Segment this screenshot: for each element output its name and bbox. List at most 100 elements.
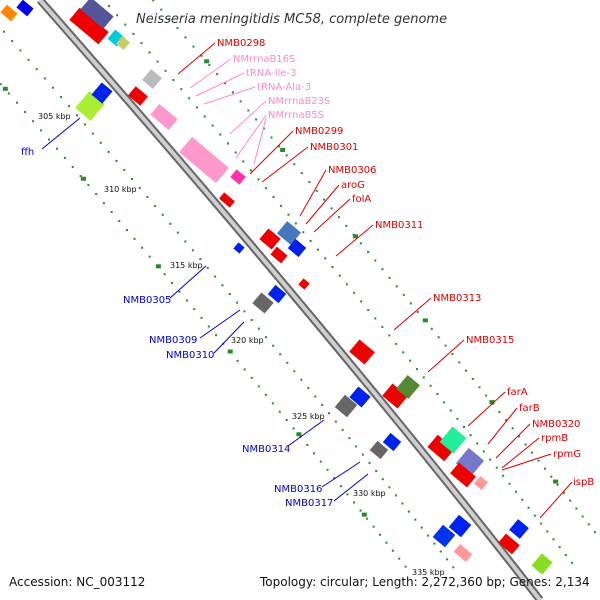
track-dot [341,428,344,431]
gene-label-forward[interactable]: NMrrnaB23S [268,96,330,107]
tick-mark [80,176,86,181]
track-dot [188,97,191,100]
feature-glyph [179,136,229,184]
gene-label-forward[interactable]: NMB0298 [217,38,265,49]
label-connector [203,86,256,105]
track-dot [51,86,54,89]
genome-backbone-highlight [38,0,542,600]
gene-label-forward[interactable]: tRNA-Ile-3 [246,68,296,79]
track-dot [409,302,412,305]
feature-glyph [16,0,34,17]
feature-glyph [259,228,281,250]
track-dot [361,453,364,456]
track-dot [243,310,246,313]
gene-label-forward[interactable]: NMB0315 [466,335,514,346]
track-dot [286,361,289,364]
feature-glyph [382,432,402,452]
track-dot [0,83,2,86]
track-dot [338,274,341,277]
track-dot [348,437,351,440]
track-dot [185,299,188,302]
gene-label-reverse[interactable]: NMB0310 [166,350,214,361]
gene-label-forward[interactable]: NMB0306 [328,165,376,176]
gene-label-reverse[interactable]: ffh [21,147,34,158]
track-dot [333,477,336,480]
track-dot [43,77,46,80]
track-dot [249,169,252,172]
track-dot [416,310,419,313]
gene-label-forward[interactable]: rpmB [541,433,568,444]
tick-mark [204,59,210,64]
kbp-tick-315: 315 kbp [170,261,203,270]
track-dot [476,442,479,445]
track-dot [71,165,74,168]
gene-label-reverse[interactable]: NMB0317 [285,498,333,509]
gene-label-reverse[interactable]: NMB0305 [123,295,171,306]
track-dot [316,248,319,251]
gene-label-forward[interactable]: farB [519,403,540,414]
label-connector [299,169,327,217]
track-dot [366,517,369,520]
track-dot [193,308,196,311]
track-dot [381,478,384,481]
track-dot [543,467,546,470]
track-dot [234,151,237,154]
track-dot [178,290,181,293]
track-dot [48,138,51,141]
gene-label-forward[interactable]: folA [352,194,371,205]
gene-label-forward[interactable]: ispB [573,477,594,488]
track-dot [402,351,405,354]
track-dot [239,100,242,103]
kbp-tick-305: 305 kbp [38,112,71,121]
track-dot [427,534,430,537]
feature-glyph [432,524,456,548]
gene-label-forward[interactable]: NMrrnaB5S [268,110,324,121]
track-dot [562,491,565,494]
track-dot [265,187,268,190]
gene-label-reverse[interactable]: NMB0309 [149,335,197,346]
gene-label-reverse[interactable]: NMB0314 [242,444,290,455]
label-connector [261,146,309,183]
track-dot [79,175,82,178]
gene-label-forward[interactable]: NMB0313 [433,293,481,304]
track-dot [292,427,295,430]
track-dot [328,412,331,415]
feature-glyph [267,284,287,304]
track-dot [446,558,449,561]
feature-glyph [453,544,473,562]
track-dot [164,69,167,72]
gene-label-forward[interactable]: aroG [341,180,365,191]
tick-mark [296,432,302,437]
track-dot [346,493,349,496]
track-dot [257,178,260,181]
track-dot [91,132,94,135]
gene-label-forward[interactable]: NMB0320 [532,419,580,430]
track-dot [463,426,466,429]
track-dot [278,410,281,413]
gene-label-forward[interactable]: rpmG [553,449,581,460]
track-dot [465,369,468,372]
gene-label-forward[interactable]: NMrrnaB16S [233,54,295,65]
gene-label-reverse[interactable]: NMB0316 [274,484,322,495]
gene-label-forward[interactable]: NMB0299 [295,126,343,137]
track-dot [306,444,309,447]
feature-glyph [128,86,148,106]
track-dot [533,514,536,517]
track-dot [388,276,391,279]
gene-label-forward[interactable]: NMB0301 [310,142,358,153]
gene-label-forward[interactable]: NMB0311 [375,220,423,231]
track-dot [521,498,524,501]
track-dot [374,317,377,320]
gene-label-forward[interactable]: tRNA-Ala-3 [257,82,311,93]
label-connector [467,391,506,427]
track-dot [216,73,219,76]
track-dot [436,393,439,396]
track-dot [449,409,452,412]
track-dot [324,257,327,260]
feature-glyph [150,103,178,131]
track-dot [118,220,121,223]
gene-label-forward[interactable]: farA [507,387,528,398]
track-dot [236,301,239,304]
track-dot [40,129,43,132]
feature-glyph [439,426,467,454]
